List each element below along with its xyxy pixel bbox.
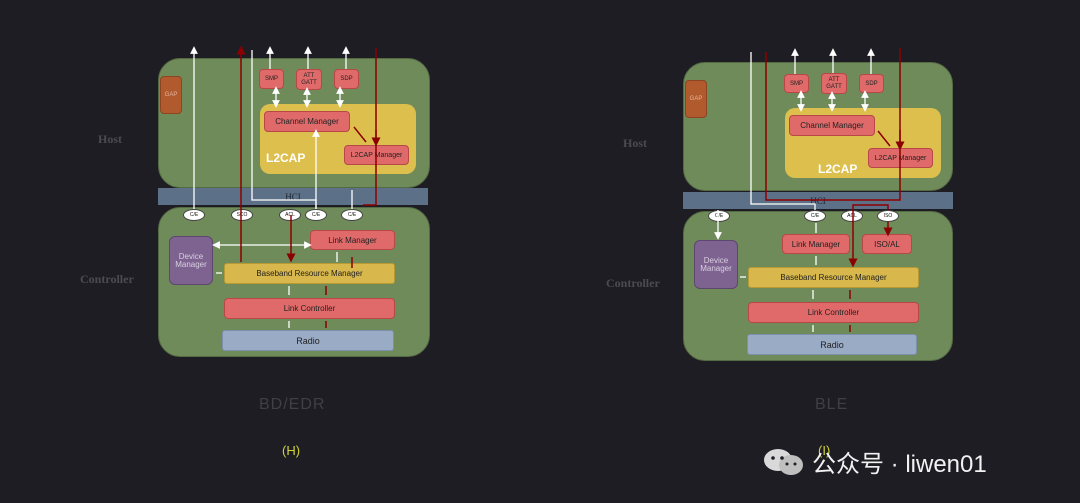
right-mark: (I) <box>818 443 831 458</box>
left-acl-white-path <box>251 50 317 209</box>
left-link-manager: Link Manager <box>310 230 395 250</box>
right-l2cap-label: L2CAP <box>818 162 858 176</box>
left-baseband-resource-manager: Baseband Resource Manager <box>224 263 395 284</box>
right-smp-block: SMP <box>784 74 809 93</box>
left-smp-block: SMP <box>259 69 284 89</box>
right-controller-label: Controller <box>606 276 660 290</box>
right-sdp-block: SDP <box>859 74 884 93</box>
right-link-controller: Link Controller <box>748 302 919 323</box>
right-gap-block: GAP <box>685 80 707 118</box>
right-oval-ce-2: C/E <box>804 210 826 222</box>
right-baseband-resource-manager: Baseband Resource Manager <box>748 267 919 288</box>
right-host-label: Host <box>623 136 647 150</box>
watermark-text: 公众号 · liwen01 <box>812 451 987 478</box>
right-radio: Radio <box>747 334 917 355</box>
left-cm-l2m <box>353 126 367 143</box>
left-controller-label: Controller <box>80 272 134 286</box>
right-acl-iso <box>852 204 889 222</box>
left-gap-block: GAP <box>160 76 182 114</box>
left-oval-ce-1: C/E <box>183 209 205 221</box>
left-device-manager: Device Manager <box>169 236 213 285</box>
right-title: BLE <box>815 396 849 413</box>
wechat-icon <box>762 447 806 477</box>
right-oval-acl: ACL <box>841 210 863 222</box>
left-oval-sco: SCO <box>231 209 253 221</box>
left-sdp-block: SDP <box>334 69 359 89</box>
right-white-path <box>750 52 816 210</box>
right-oval-iso: ISO <box>877 210 899 222</box>
left-l2cap-label: L2CAP <box>266 151 306 165</box>
watermark: 公众号 · liwen01 <box>762 444 987 479</box>
left-channel-manager: Channel Manager <box>264 111 350 132</box>
left-acl-red-path <box>363 48 377 206</box>
left-mark: (H) <box>282 443 301 458</box>
right-link-manager: Link Manager <box>782 234 850 254</box>
left-oval-ce-2: C/E <box>305 209 327 221</box>
left-title: BD/EDR <box>259 396 326 413</box>
left-hci-bar: HCI <box>158 188 428 205</box>
right-channel-manager: Channel Manager <box>789 115 875 136</box>
right-cm-l2m <box>877 130 891 147</box>
right-device-manager: Device Manager <box>694 240 738 289</box>
right-red-loop <box>765 48 901 201</box>
left-link-controller: Link Controller <box>224 298 395 319</box>
left-oval-acl: ACL <box>279 209 301 221</box>
right-oval-ce-1: C/E <box>708 210 730 222</box>
left-host-label: Host <box>98 132 122 146</box>
left-radio: Radio <box>222 330 394 351</box>
left-oval-ce-3: C/E <box>341 209 363 221</box>
